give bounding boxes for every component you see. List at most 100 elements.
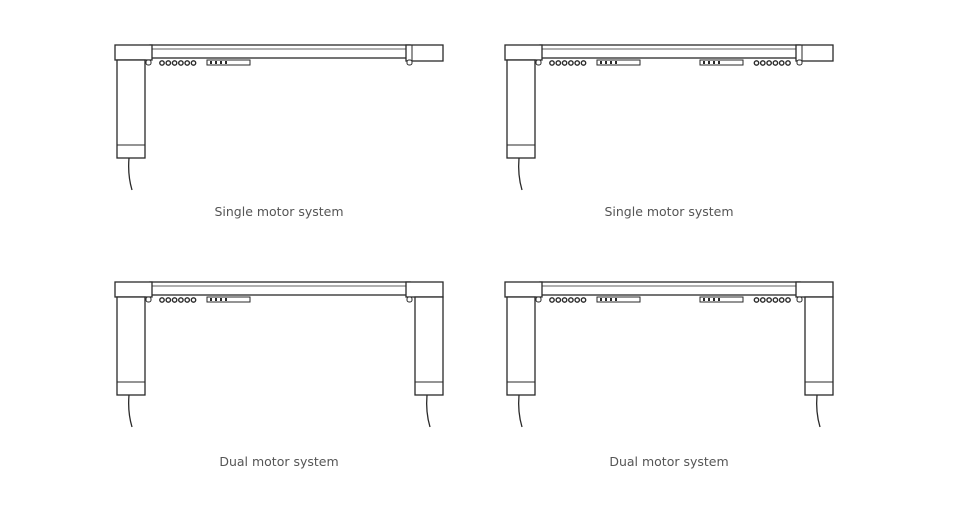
carrier-detail (610, 61, 612, 64)
runner-hook (561, 60, 568, 66)
motor-head (114, 44, 153, 61)
track-panel-3 (114, 281, 444, 428)
master-carrier (206, 296, 251, 303)
runner-hook (567, 60, 574, 66)
carrier-detail (605, 61, 607, 64)
runner-hook (549, 297, 555, 303)
track-panel-2 (504, 44, 834, 191)
curtain-rail (539, 44, 801, 59)
runner-hook (574, 60, 581, 66)
caption-dual-motor-2: Dual motor system (609, 454, 729, 469)
carrier-detail (718, 61, 720, 64)
motor-body (116, 296, 146, 396)
runner-hook (766, 60, 772, 66)
motor-head (795, 281, 834, 298)
motor-body (506, 59, 536, 159)
carrier-detail (703, 61, 705, 64)
end-stop (406, 296, 413, 303)
end-stop (796, 296, 803, 303)
end-cap (795, 44, 834, 62)
carrier-detail (220, 61, 222, 64)
runner-hook (785, 297, 791, 303)
power-cable (815, 394, 821, 428)
carrier-detail (215, 61, 217, 64)
motor-body (414, 296, 444, 396)
runner-hook (567, 297, 574, 303)
motor-body (506, 296, 536, 396)
carrier-detail (713, 61, 715, 64)
power-cable (517, 157, 523, 191)
power-cable (127, 157, 133, 191)
runner-hook (753, 297, 760, 303)
runner-hook (772, 297, 779, 303)
end-stop (145, 296, 152, 303)
runner-hook (785, 60, 791, 66)
curtain-rail (149, 281, 411, 296)
runner-hook (177, 297, 184, 303)
end-stop (535, 296, 542, 303)
caption-single-motor-1: Single motor system (214, 204, 344, 219)
runner-hook (580, 297, 587, 303)
runner-hook (177, 60, 184, 66)
runner-hook (555, 60, 562, 66)
runner-hook (772, 60, 779, 66)
carrier-detail (703, 298, 705, 301)
master-carrier (596, 59, 641, 66)
runner-hook (580, 60, 587, 66)
carrier-detail (713, 298, 715, 301)
end-stop (535, 59, 542, 66)
curtain-rail (149, 44, 411, 59)
carrier-detail (708, 298, 710, 301)
motor-head (114, 281, 153, 298)
carrier-detail (225, 298, 227, 301)
carrier-detail (605, 298, 607, 301)
carrier-detail (210, 61, 212, 64)
runner-hook (766, 297, 772, 303)
carrier-detail (600, 61, 602, 64)
carrier-detail (210, 298, 212, 301)
end-stop (406, 59, 413, 66)
runner-hook (184, 297, 191, 303)
runner-hook (759, 60, 766, 66)
runner-hook (549, 60, 555, 66)
power-cable (517, 394, 523, 428)
carrier-detail (708, 61, 710, 64)
master-carrier (596, 296, 641, 303)
motor-head (405, 281, 444, 298)
runner-hook (184, 60, 191, 66)
runner-hook (171, 60, 178, 66)
runner-hook (753, 60, 760, 66)
runner-hook (759, 297, 766, 303)
end-stop (145, 59, 152, 66)
carrier-detail (220, 298, 222, 301)
motor-body (804, 296, 834, 396)
motor-head (504, 44, 543, 61)
curtain-rail (539, 281, 801, 296)
carrier-detail (610, 298, 612, 301)
runner-hook (165, 60, 172, 66)
carrier-detail (215, 298, 217, 301)
end-cap (405, 44, 444, 62)
carrier-detail (225, 61, 227, 64)
runner-hook (171, 297, 178, 303)
runner-hook (561, 297, 568, 303)
motor-head (504, 281, 543, 298)
carrier-detail (718, 298, 720, 301)
runner-hook (190, 60, 197, 66)
runner-hook (555, 297, 562, 303)
track-panel-4 (504, 281, 834, 428)
runner-hook (574, 297, 581, 303)
motor-body (116, 59, 146, 159)
runner-hook (778, 297, 785, 303)
track-panel-1 (114, 44, 444, 191)
runner-hook (190, 297, 197, 303)
runner-hook (165, 297, 172, 303)
power-cable (127, 394, 133, 428)
power-cable (425, 394, 431, 428)
carrier-detail (615, 61, 617, 64)
runner-hook (159, 297, 165, 303)
master-carrier (699, 59, 744, 66)
caption-dual-motor-1: Dual motor system (219, 454, 339, 469)
master-carrier (699, 296, 744, 303)
carrier-detail (615, 298, 617, 301)
